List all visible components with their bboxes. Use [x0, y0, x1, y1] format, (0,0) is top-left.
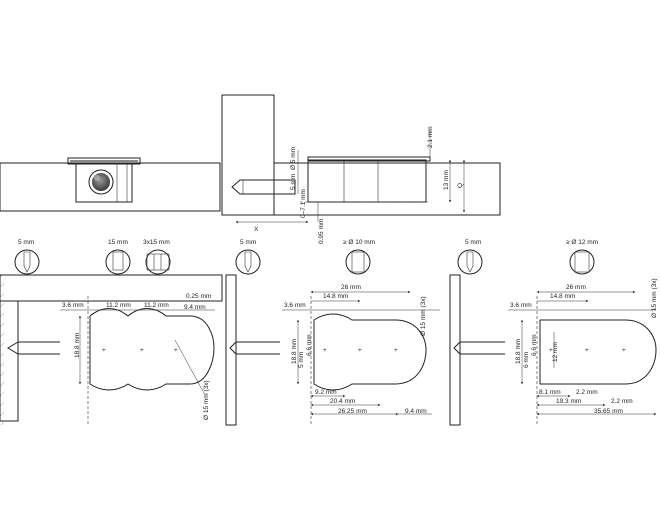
dim-13: 13 mm — [443, 170, 450, 190]
router-12-icon — [569, 249, 595, 275]
dim-18-8-c: 18.8 mm — [515, 339, 522, 364]
connector-body — [307, 159, 427, 203]
dim-5-b: 5 mm — [298, 352, 305, 368]
dim-9-2: 9.2 mm — [315, 389, 337, 396]
dim-14-8-c: 14.8 mm — [550, 293, 575, 300]
tool-label-5: 5 mm — [18, 239, 34, 246]
slot-outline-2 — [313, 313, 427, 391]
tool-label-3x15: 3x15 mm — [143, 239, 170, 246]
slot-outline-1 — [89, 308, 215, 391]
dim-35-65: 35.65 mm — [594, 408, 623, 415]
dim-6-6-b: 6.6 mm — [306, 334, 313, 356]
slot-outline-3 — [539, 319, 657, 385]
tool-label-5-c: 5 mm — [465, 239, 481, 246]
tool-label-5-b: 5 mm — [240, 239, 256, 246]
dim-26: 26 mm — [341, 284, 361, 291]
drill-5-icon-2 — [235, 249, 261, 275]
dim-0-7: 0–7.1 mm — [300, 189, 307, 218]
svg-text:+: + — [585, 347, 589, 354]
svg-text:+: + — [622, 347, 626, 354]
dim-d5: Ø 5 mm — [290, 147, 297, 170]
dim-26-25: 26.25 mm — [338, 408, 367, 415]
dim-3-6-b: 3.6 mm — [284, 302, 306, 309]
drill-5-icon — [14, 249, 40, 275]
dim-18-8: 18.8 mm — [74, 333, 81, 358]
view-bottom-1: + + + 5 mm 15 mm 3x15 mm 3.6 mm 11.2 mm 11… — [0, 239, 223, 425]
dim-x: X — [254, 226, 259, 233]
svg-text:+: + — [323, 347, 327, 354]
dim-3-6: 3.6 mm — [62, 302, 84, 309]
dim-d15-x3-b: Ø 15 mm (3x) — [420, 296, 427, 336]
dim-2-2a: 2.2 mm — [576, 389, 598, 396]
panel-section — [0, 162, 221, 212]
view-top-left — [0, 157, 221, 212]
dim-3-6-c: 3.6 mm — [510, 302, 532, 309]
drill-15-icon — [105, 249, 131, 275]
insert-body — [75, 163, 133, 203]
svg-text:+: + — [358, 347, 362, 354]
bolt-icon — [92, 173, 110, 191]
dim-2-1: 2.1 mm — [427, 126, 434, 148]
dim-0-95: 0.95 mm — [318, 219, 325, 244]
dim-18-8-b: 18.8 mm — [291, 339, 298, 364]
svg-text:+: + — [140, 347, 144, 354]
svg-text:+: + — [174, 347, 178, 354]
dim-19-3: 19.3 mm — [556, 398, 581, 405]
bolt-hole — [88, 169, 114, 195]
dim-8-1: 8.1 mm — [539, 389, 561, 396]
view-top-right: X Ø 5 mm 5 mm 0–7.1 mm 0.95 mm 2.1 mm 13… — [221, 94, 501, 244]
svg-text:+: + — [394, 347, 398, 354]
view-bottom-2: +++ 5 mm ≥ Ø 10 mm 26 mm 14.8 mm 3.6 mm … — [225, 239, 440, 426]
dim-6-c: 6 mm — [523, 352, 530, 368]
dim-9-4-b: 9.4 mm — [405, 408, 427, 415]
dim-6-6-c: 6.6 mm — [531, 334, 538, 356]
base-panel — [273, 162, 501, 216]
dim-11-2a: 11.2 mm — [106, 302, 131, 309]
dim-2-2b: 2.2 mm — [611, 398, 633, 405]
drill-5-icon-3 — [457, 249, 483, 275]
dowel-pin — [231, 179, 296, 195]
dim-9-4: 9.4 mm — [184, 304, 206, 311]
dim-20-4: 20.4 mm — [330, 398, 355, 405]
dim-h5: 5 mm — [290, 174, 297, 190]
dim-d15-x3: Ø 15 mm (3x) — [203, 380, 210, 420]
tool-label-15: 15 mm — [108, 239, 128, 246]
dim-14-8: 14.8 mm — [323, 293, 348, 300]
svg-text:+: + — [549, 347, 553, 354]
router-10-icon — [345, 249, 371, 275]
drill-3x15-icon — [145, 249, 171, 275]
svg-text:+: + — [102, 347, 106, 354]
dim-11-2b: 11.2 mm — [144, 302, 169, 309]
tool-label-10: ≥ Ø 10 mm — [343, 239, 375, 246]
flange-fill — [70, 160, 138, 163]
dim-26-c: 26 mm — [566, 284, 586, 291]
dim-d15-x3-c: Ø 15 mm (3x) — [651, 278, 658, 318]
tool-label-12: ≥ Ø 12 mm — [566, 239, 598, 246]
side-panel — [221, 94, 275, 216]
view-bottom-3: +++ 5 mm ≥ Ø 12 mm 26 mm 14.8 mm 3.6 mm … — [449, 239, 658, 426]
dim-12-c: 12 mm — [552, 342, 559, 362]
dim-q: Q — [457, 183, 464, 188]
dim-0-25: 0.25 mm — [186, 293, 211, 300]
